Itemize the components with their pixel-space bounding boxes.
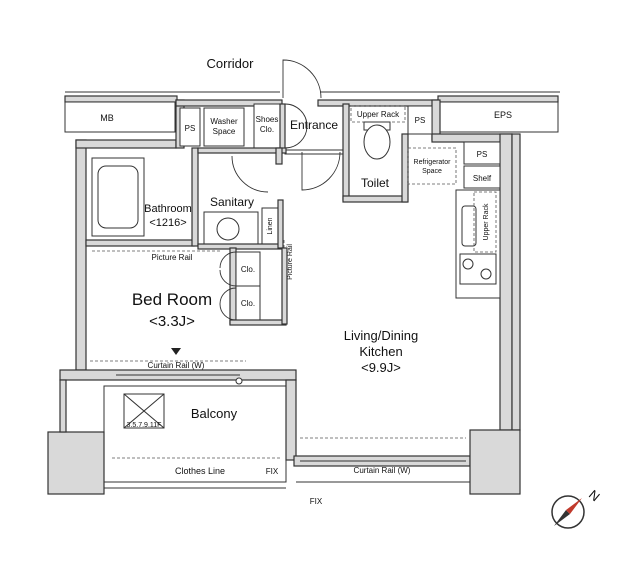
ps-box-3 — [463, 141, 501, 165]
compass-needle-north — [566, 498, 582, 514]
bedroom-size-label: <3.3J> — [149, 313, 195, 330]
entrance-step — [284, 149, 344, 155]
window-marker — [171, 348, 181, 355]
stove-outline — [459, 253, 497, 285]
mb-box — [64, 101, 176, 133]
stove-burner-2 — [480, 268, 492, 280]
wall-toilet-right — [401, 133, 409, 203]
balcony-left-wall — [59, 379, 67, 433]
wall-right-pillar — [469, 429, 521, 495]
washer-space-box — [203, 107, 245, 147]
fix-label-2: FIX — [310, 497, 323, 506]
refrigerator-space-box — [407, 147, 457, 185]
entrance-label: Entrance — [290, 118, 338, 132]
wall-sanitary-bottom — [197, 243, 283, 250]
ps-label-1: PS — [185, 124, 196, 133]
curtain-rail-ldk-label: Curtain Rail (W) — [354, 466, 411, 475]
stove-burner-1 — [462, 258, 474, 270]
shoes-door-swing — [284, 103, 308, 149]
closet-1-label: Clo. — [241, 265, 255, 274]
ldk-label-2: Kitchen — [359, 344, 402, 359]
shoes-closet-box — [253, 103, 281, 149]
picture-rail-v-label: Picture Rail — [287, 244, 294, 280]
compass-ring — [551, 495, 585, 529]
ps-label-3: PS — [477, 150, 488, 159]
wall-right — [499, 133, 513, 431]
refrigerator-label-1: Refrigerator — [414, 159, 452, 166]
bathroom-size-label: <1216> — [149, 217, 186, 229]
compass-needle-south — [554, 510, 570, 526]
balcony-label: Balcony — [191, 406, 238, 421]
fix-label-1: FIX — [266, 467, 279, 476]
eps-label: EPS — [494, 110, 512, 120]
wall-top-right — [437, 95, 559, 103]
balcony-drain — [235, 377, 243, 385]
wall-bath-right — [191, 147, 199, 247]
closet-2 — [235, 285, 261, 321]
toilet-label: Toilet — [361, 176, 390, 190]
upper-rack-kitchen-box — [473, 191, 497, 253]
wall-toilet-left — [342, 103, 350, 201]
washer-space-label-1: Washer — [210, 117, 238, 126]
clothes-line-label: Clothes Line — [175, 466, 225, 476]
upper-rack-kitchen-label: Upper Rack — [483, 203, 490, 240]
ps-label-2: PS — [415, 116, 426, 125]
ldk-label-1: Living/Dining — [344, 328, 418, 343]
bathroom-label: Bathroom — [144, 203, 192, 215]
ps-box-1 — [179, 107, 201, 147]
entrance-door-swing — [282, 59, 322, 99]
kitchen-sink — [461, 205, 477, 247]
shoes-closet-label-2: Clo. — [260, 125, 274, 134]
closet-1 — [235, 251, 261, 287]
wall-sanitary-right — [275, 147, 283, 165]
sanitary-label: Sanitary — [210, 195, 254, 209]
entrance-inner-door — [301, 151, 341, 191]
wall-bed-ldk — [281, 247, 288, 325]
washer-space-label-2: Space — [213, 127, 236, 136]
sanitary-door-swing — [231, 155, 269, 193]
wall-closet-bottom — [229, 319, 287, 326]
wall-top-main-3 — [175, 99, 283, 107]
corridor-label: Corridor — [207, 56, 255, 71]
wall-sanitary-top — [197, 147, 287, 154]
ps-box-2 — [407, 105, 433, 135]
wall-top-main-1 — [75, 139, 177, 149]
evacuation-hatch-cross — [123, 393, 165, 429]
ldk-size-label: <9.9J> — [361, 360, 401, 375]
linen-label: Linen — [267, 217, 274, 234]
wall-balcony-right — [285, 379, 297, 461]
wall-sanitary-east — [277, 199, 284, 249]
shelf-box — [463, 165, 501, 189]
curtain-rail-bed-label: Curtain Rail (W) — [148, 361, 205, 370]
compass: N — [551, 487, 603, 529]
picture-rail-h-label: Picture Rail — [152, 253, 193, 262]
washbasin-bowl — [216, 217, 240, 241]
closet-2-label: Clo. — [241, 299, 255, 308]
wall-toilet-bottom — [342, 195, 408, 203]
wall-left — [75, 139, 87, 371]
hatch-label: 3.5.7.9.11F — [127, 422, 162, 429]
compass-north-label: N — [586, 487, 603, 505]
wall-right-ext — [511, 133, 521, 431]
wall-shoes-right — [279, 103, 286, 151]
wall-top-left — [64, 95, 178, 103]
mb-label: MB — [100, 113, 114, 123]
upper-rack-top-label: Upper Rack — [357, 110, 400, 119]
shoes-closet-label-1: Shoes — [256, 115, 279, 124]
closet-door-swing-1 — [219, 251, 237, 287]
wall-bath-bottom — [85, 239, 195, 247]
wall-top-main-4 — [317, 99, 439, 107]
balcony-left-pillar — [47, 431, 105, 495]
bathtub-inner — [97, 165, 139, 229]
bedroom-label: Bed Room — [132, 290, 212, 309]
refrigerator-label-2: Space — [422, 168, 442, 175]
toilet-bowl — [363, 124, 391, 160]
shelf-label: Shelf — [473, 174, 492, 183]
